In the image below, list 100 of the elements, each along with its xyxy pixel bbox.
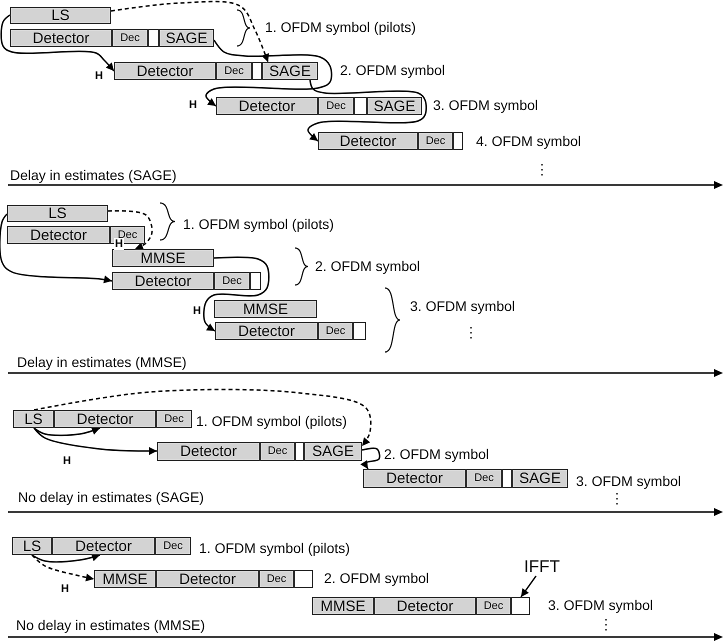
block-label: Dec (326, 100, 346, 112)
edge-label: H (114, 238, 124, 250)
process-box (215, 322, 318, 340)
empty-box (353, 322, 366, 340)
block-label: Detector (136, 64, 194, 78)
arrow (0, 14, 115, 72)
process-box (54, 410, 156, 428)
text-label: 3. OFDM symbol (576, 473, 682, 489)
process-box (157, 442, 260, 461)
process-box (10, 7, 111, 24)
text-label: 3. OFDM symbol (548, 597, 654, 613)
block-label: SAGE (519, 471, 561, 486)
dashed-arrow (31, 554, 94, 582)
block-label: Detector (76, 412, 134, 426)
block-label: Dec (118, 230, 138, 240)
block-label: Dec (120, 32, 140, 44)
text-label: ⋮ (599, 616, 613, 632)
block-label: MMSE (243, 302, 288, 316)
block-label: SAGE (166, 30, 208, 46)
process-box (418, 132, 453, 150)
process-box (7, 226, 110, 244)
process-box (159, 29, 214, 47)
text-label: 1. OFDM symbol (pilots) (196, 413, 347, 429)
block-label: Dec (326, 326, 346, 336)
process-box (374, 597, 476, 615)
process-box (214, 272, 250, 290)
process-box (512, 469, 568, 488)
empty-box (252, 62, 262, 80)
block-label: Dec (426, 136, 446, 146)
text-label: 3. OFDM symbol (410, 298, 516, 314)
text-label: No delay in estimates (MMSE) (16, 617, 206, 633)
block-label: Detector (386, 471, 443, 486)
process-box (216, 97, 318, 115)
block-label: MMSE (140, 250, 186, 266)
process-box (12, 537, 52, 555)
process-box (112, 29, 148, 47)
text-label: 4. OFDM symbol (476, 133, 582, 149)
block-label: Detector (75, 538, 132, 554)
process-box (367, 97, 422, 115)
text-label: Delay in estimates (SAGE) (10, 167, 176, 183)
arrow (34, 427, 100, 436)
arrow (203, 256, 270, 332)
process-box (318, 322, 353, 340)
process-box (52, 537, 155, 555)
block-label: Detector (396, 598, 454, 614)
text-label: 2. OFDM symbol (340, 62, 446, 78)
process-box (312, 597, 374, 615)
block-label: Dec (484, 600, 504, 612)
block-label: Dec (224, 66, 244, 76)
dashed-arrow (108, 210, 153, 250)
block-label: SAGE (374, 98, 416, 114)
process-box (112, 272, 214, 290)
process-box (318, 132, 418, 150)
process-box (318, 97, 354, 115)
block-label: Dec (268, 446, 288, 457)
text-label: ⋮ (535, 161, 549, 177)
edge-label: H (192, 305, 202, 317)
block-label: SAGE (312, 444, 354, 459)
process-box (94, 570, 156, 588)
arrow (205, 40, 332, 107)
block-label: Dec (266, 574, 286, 584)
text-label: No delay in estimates (SAGE) (18, 489, 204, 505)
block-label: Detector (32, 30, 90, 46)
block-label: LS (51, 8, 70, 23)
block-label: SAGE (269, 64, 311, 78)
empty-box (502, 469, 512, 488)
edge-label: H (94, 70, 104, 82)
text-label: 3. OFDM symbol (433, 97, 538, 113)
text-label: 1. OFDM symbol (pilots) (265, 19, 416, 35)
block-label: Detector (180, 444, 237, 459)
text-label: 2. OFDM symbol (315, 258, 420, 274)
process-box (156, 410, 192, 428)
block-label: LS (48, 206, 67, 221)
block-label: Dec (222, 276, 242, 286)
block-label: LS (22, 538, 42, 554)
process-box (476, 597, 511, 615)
block-label: Detector (134, 274, 192, 288)
text-label: 2. OFDM symbol (324, 570, 430, 586)
callout-text: IFFT (524, 558, 560, 574)
process-box (7, 205, 108, 222)
empty-box (148, 29, 159, 47)
text-label: 1. OFDM symbol (pilots) (199, 540, 350, 556)
process-box (112, 249, 214, 267)
process-box (260, 442, 295, 461)
arrow (32, 554, 100, 563)
empty-box (250, 272, 261, 290)
block-label: Dec (163, 540, 183, 552)
process-box (216, 62, 252, 80)
empty-box (354, 97, 367, 115)
arrow (520, 576, 537, 598)
process-box (259, 570, 294, 588)
process-box (114, 62, 216, 80)
process-box (155, 537, 191, 555)
text-label: 2. OFDM symbol (384, 446, 490, 462)
arrow (360, 448, 380, 470)
empty-box (295, 442, 304, 461)
arrow (33, 428, 157, 456)
process-box (466, 469, 502, 488)
process-box (363, 469, 466, 488)
block-label: MMSE (320, 598, 366, 614)
